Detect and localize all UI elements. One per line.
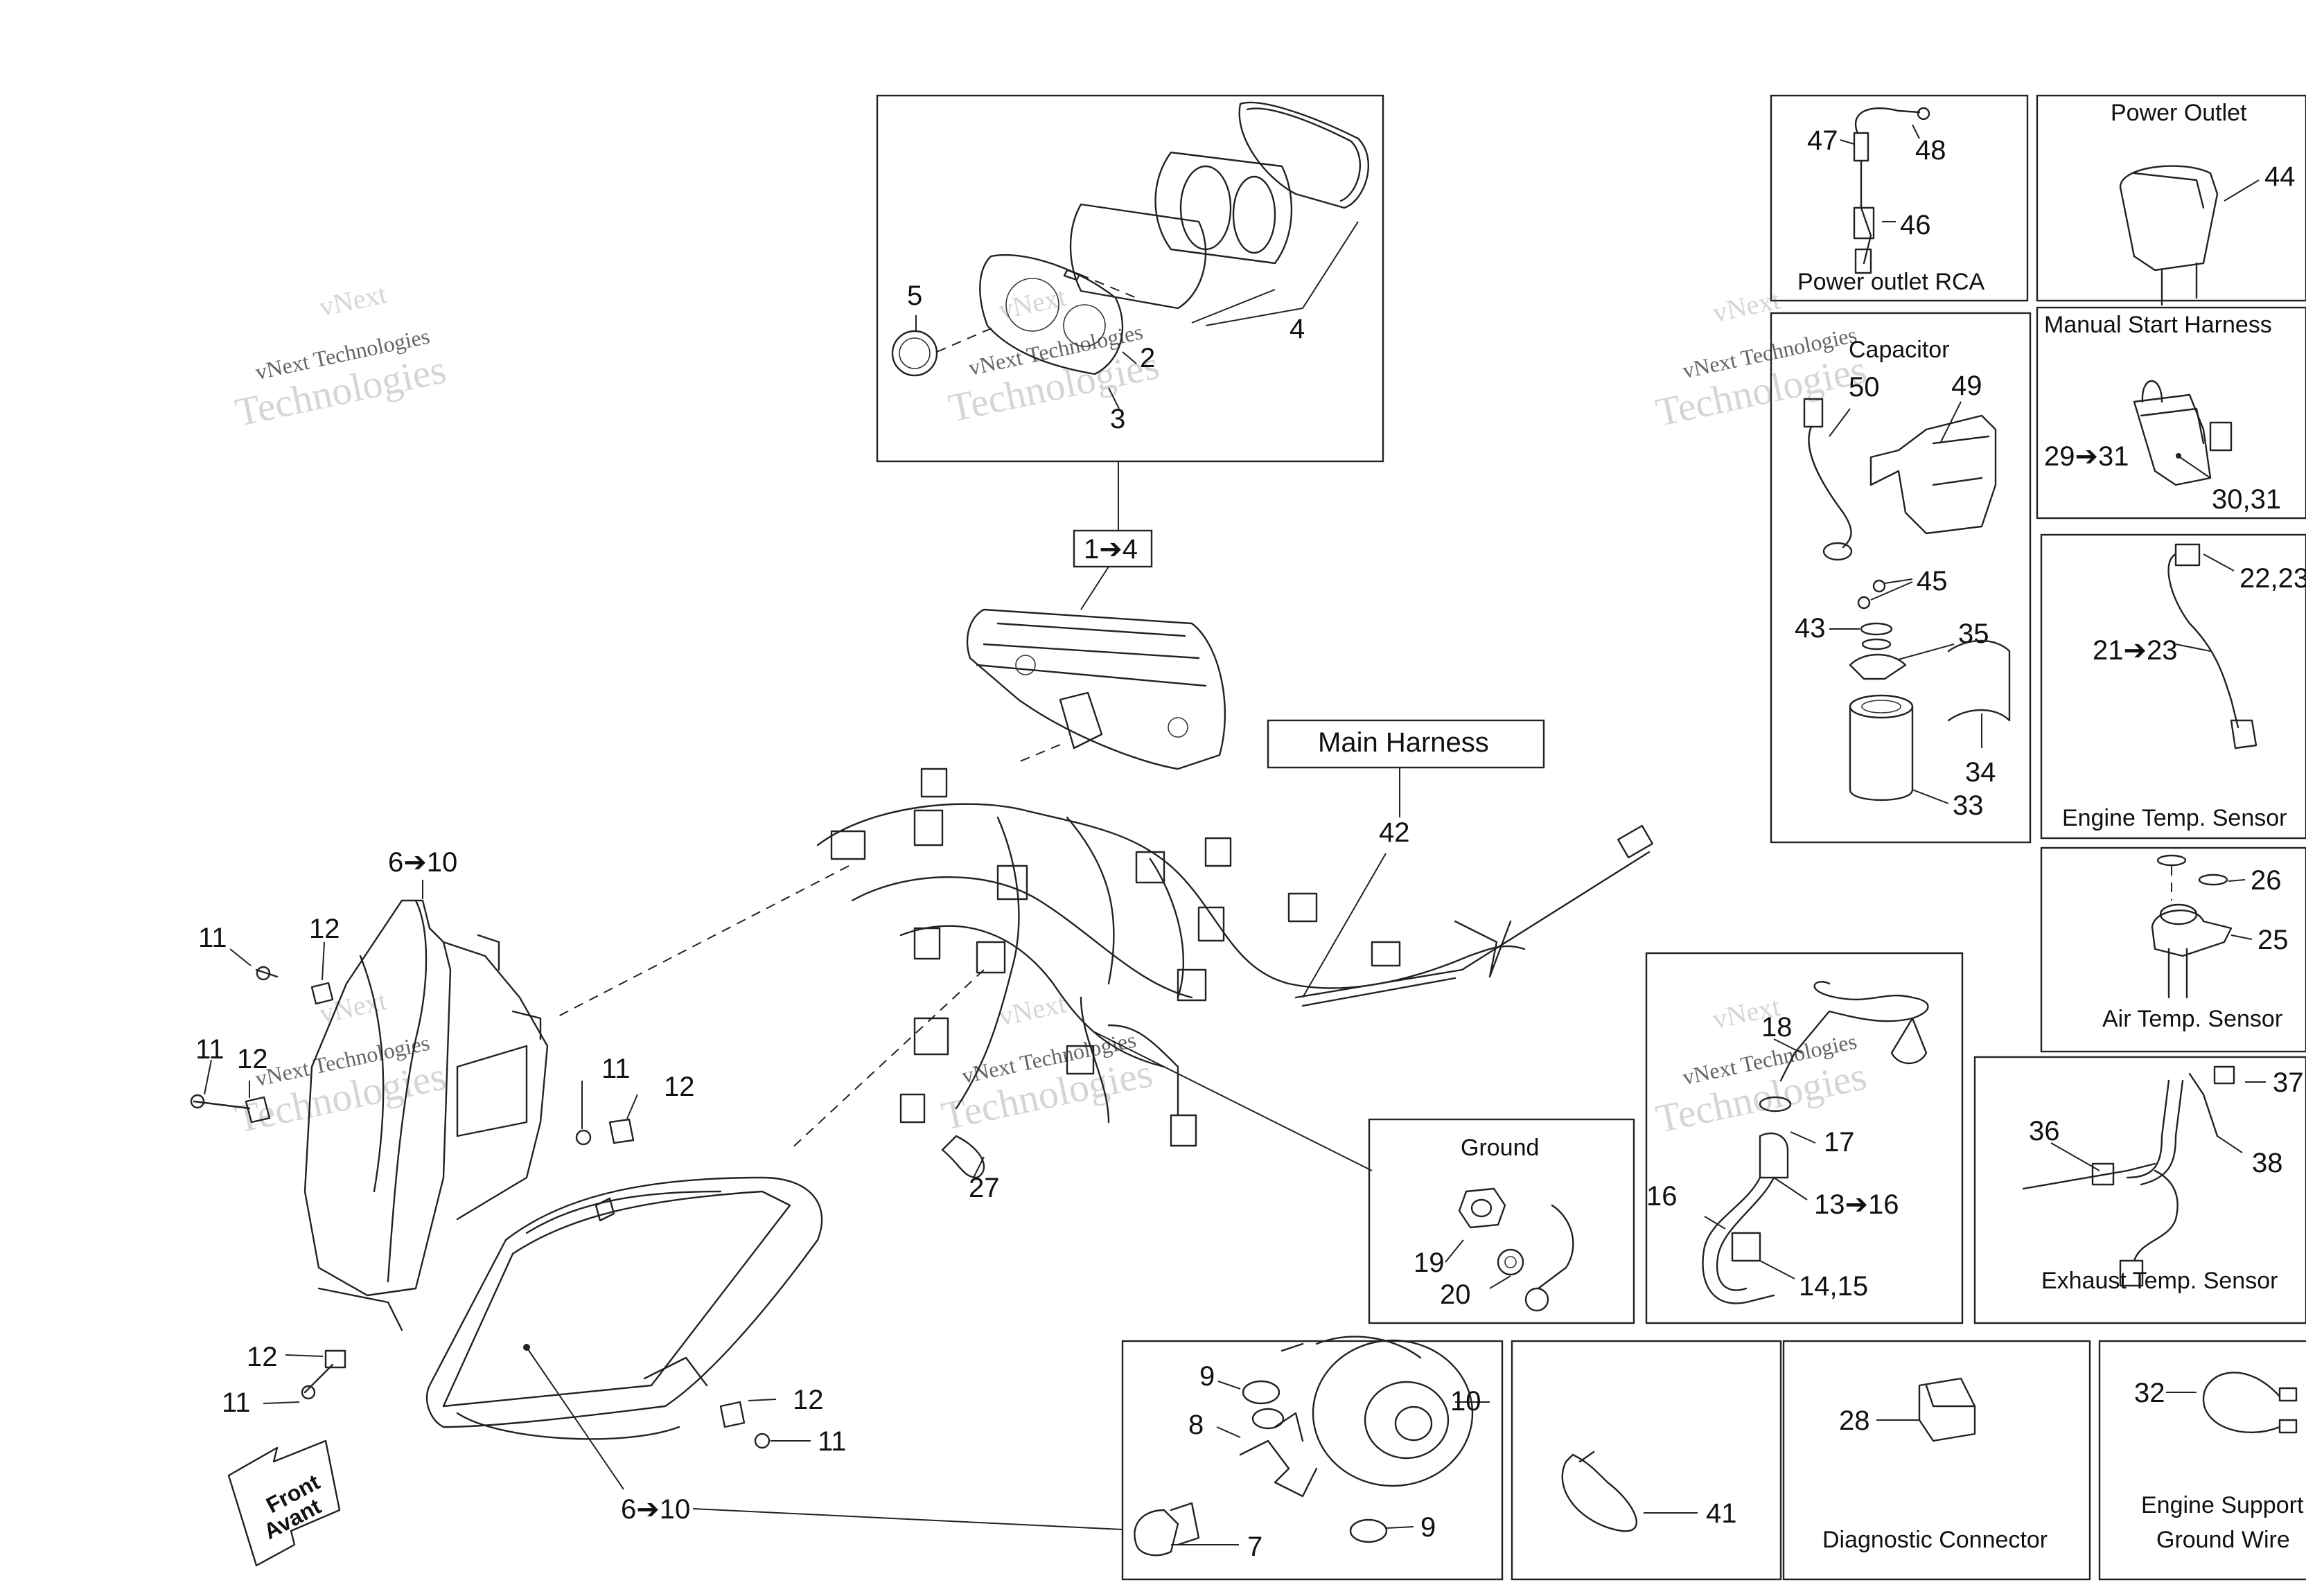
callout-11e: 11 bbox=[818, 1426, 847, 1457]
callout-50: 50 bbox=[1849, 372, 1880, 402]
gauge-cluster-box: 4 3 5 2 1➔4 bbox=[876, 94, 1384, 568]
callout-43: 43 bbox=[1795, 613, 1826, 644]
callout-17: 17 bbox=[1824, 1127, 1855, 1158]
engine-support-ground-wire-box: 32 Engine Support Ground Wire bbox=[2098, 1340, 2306, 1581]
callout-42: 42 bbox=[1379, 817, 1410, 848]
callout-12e: 12 bbox=[793, 1385, 824, 1415]
headlight: 11 12 12 11 6➔10 bbox=[425, 1054, 1123, 1530]
air-temp-sensor-title: Air Temp. Sensor bbox=[2102, 1006, 2282, 1032]
capacitor-box: Capacitor 49 50 45 43 35 33 34 bbox=[1770, 312, 2032, 844]
callout-37: 37 bbox=[2273, 1067, 2304, 1098]
callout-12a: 12 bbox=[309, 914, 340, 944]
callout-29-31: 29➔31 bbox=[2044, 441, 2129, 472]
callout-21-23: 21➔23 bbox=[2093, 635, 2178, 666]
callout-26: 26 bbox=[2251, 865, 2282, 896]
callout-6-10-bottom: 6➔10 bbox=[621, 1494, 690, 1525]
diagnostic-connector-box: 28 Diagnostic Connector bbox=[1782, 1340, 2091, 1581]
callout-22-23: 22,23 bbox=[2239, 563, 2306, 594]
callout-13-16: 13➔16 bbox=[1814, 1189, 1899, 1220]
callout-8: 8 bbox=[1188, 1410, 1204, 1440]
callout-11a: 11 bbox=[198, 923, 227, 953]
callout-10: 10 bbox=[1450, 1386, 1481, 1417]
callout-14-15: 14,15 bbox=[1799, 1271, 1868, 1302]
callout-44: 44 bbox=[2264, 161, 2296, 192]
key-lanyard-box: 18 17 13➔16 16 14,15 bbox=[1645, 952, 1964, 1324]
bulb-box: 9 8 10 9 7 bbox=[1121, 1336, 1504, 1581]
cable-tie-box: 41 bbox=[1511, 1340, 1782, 1581]
callout-9b: 9 bbox=[1420, 1512, 1436, 1543]
watermarks: vNext vNext Technologies Technologies vN… bbox=[231, 278, 1870, 1142]
exhaust-temp-sensor-box: 36 37 38 Exhaust Temp. Sensor bbox=[1973, 1056, 2306, 1324]
callout-38: 38 bbox=[2252, 1148, 2283, 1178]
air-temp-sensor-box: 26 25 Air Temp. Sensor bbox=[2040, 846, 2306, 1053]
callout-30-31: 30,31 bbox=[2212, 484, 2281, 515]
exhaust-temp-sensor-title: Exhaust Temp. Sensor bbox=[2041, 1268, 2278, 1294]
callout-18: 18 bbox=[1761, 1012, 1793, 1043]
callout-4: 4 bbox=[1290, 314, 1305, 344]
callout-11b: 11 bbox=[195, 1034, 225, 1065]
callout-5: 5 bbox=[907, 281, 922, 311]
ground-title: Ground bbox=[1461, 1135, 1539, 1161]
callout-47: 47 bbox=[1807, 125, 1838, 156]
power-outlet-rca-box: 47 48 46 Power outlet RCA bbox=[1770, 94, 2029, 302]
front-arrow: Front Avant bbox=[227, 1439, 341, 1567]
callout-12d: 12 bbox=[664, 1072, 695, 1102]
callout-25: 25 bbox=[2257, 925, 2289, 955]
callout-2: 2 bbox=[1140, 343, 1155, 373]
diagnostic-connector-title: Diagnostic Connector bbox=[1822, 1527, 2048, 1553]
main-harness: Main Harness 42 bbox=[554, 719, 1654, 1203]
manual-start-harness-title: Manual Start Harness bbox=[2044, 312, 2272, 338]
gauge-assembled bbox=[966, 566, 1226, 770]
callout-12c: 12 bbox=[247, 1342, 278, 1372]
power-outlet-rca-title: Power outlet RCA bbox=[1797, 269, 1985, 295]
power-outlet-box: Power Outlet 44 bbox=[2036, 94, 2306, 306]
callout-9a: 9 bbox=[1199, 1361, 1215, 1392]
callout-11d: 11 bbox=[601, 1054, 631, 1084]
power-outlet-title: Power Outlet bbox=[2111, 100, 2247, 126]
callout-28: 28 bbox=[1839, 1406, 1870, 1436]
callout-3: 3 bbox=[1110, 404, 1125, 434]
callout-36: 36 bbox=[2029, 1116, 2060, 1146]
callout-11c: 11 bbox=[222, 1387, 251, 1418]
callout-41: 41 bbox=[1706, 1498, 1737, 1529]
callout-32: 32 bbox=[2134, 1378, 2165, 1408]
callout-6-10-top: 6➔10 bbox=[388, 847, 457, 878]
callout-19: 19 bbox=[1414, 1248, 1445, 1278]
manual-start-harness-box: Manual Start Harness 29➔31 30,31 bbox=[2036, 306, 2306, 520]
callout-49: 49 bbox=[1951, 371, 1982, 401]
engine-temp-sensor-title: Engine Temp. Sensor bbox=[2062, 805, 2287, 831]
left-headlight-assembly: 6➔10 11 12 11 12 12 11 Front bbox=[190, 847, 549, 1567]
callout-16: 16 bbox=[1646, 1181, 1678, 1212]
callout-7: 7 bbox=[1247, 1532, 1262, 1562]
callout-12b: 12 bbox=[237, 1044, 268, 1074]
callout-34: 34 bbox=[1965, 757, 1996, 788]
capacitor-title: Capacitor bbox=[1849, 337, 1950, 363]
callout-27: 27 bbox=[969, 1173, 1000, 1203]
watermark-top: vNext bbox=[317, 278, 389, 322]
watermark-top: vNext bbox=[996, 281, 1068, 326]
callout-20: 20 bbox=[1440, 1279, 1471, 1310]
callout-45: 45 bbox=[1917, 566, 1948, 596]
main-harness-title: Main Harness bbox=[1318, 727, 1489, 758]
watermark-top: vNext bbox=[996, 988, 1068, 1032]
callout-33: 33 bbox=[1953, 790, 1984, 821]
ground-box: Ground 19 20 bbox=[1368, 1118, 1635, 1324]
callout-1-4: 1➔4 bbox=[1084, 534, 1138, 565]
engine-support-title-1: Engine Support bbox=[2141, 1492, 2304, 1518]
engine-support-title-2: Ground Wire bbox=[2156, 1527, 2290, 1553]
callout-46: 46 bbox=[1900, 210, 1931, 240]
engine-temp-sensor-box: 22,23 21➔23 Engine Temp. Sensor bbox=[2040, 533, 2306, 840]
callout-48: 48 bbox=[1915, 135, 1946, 166]
